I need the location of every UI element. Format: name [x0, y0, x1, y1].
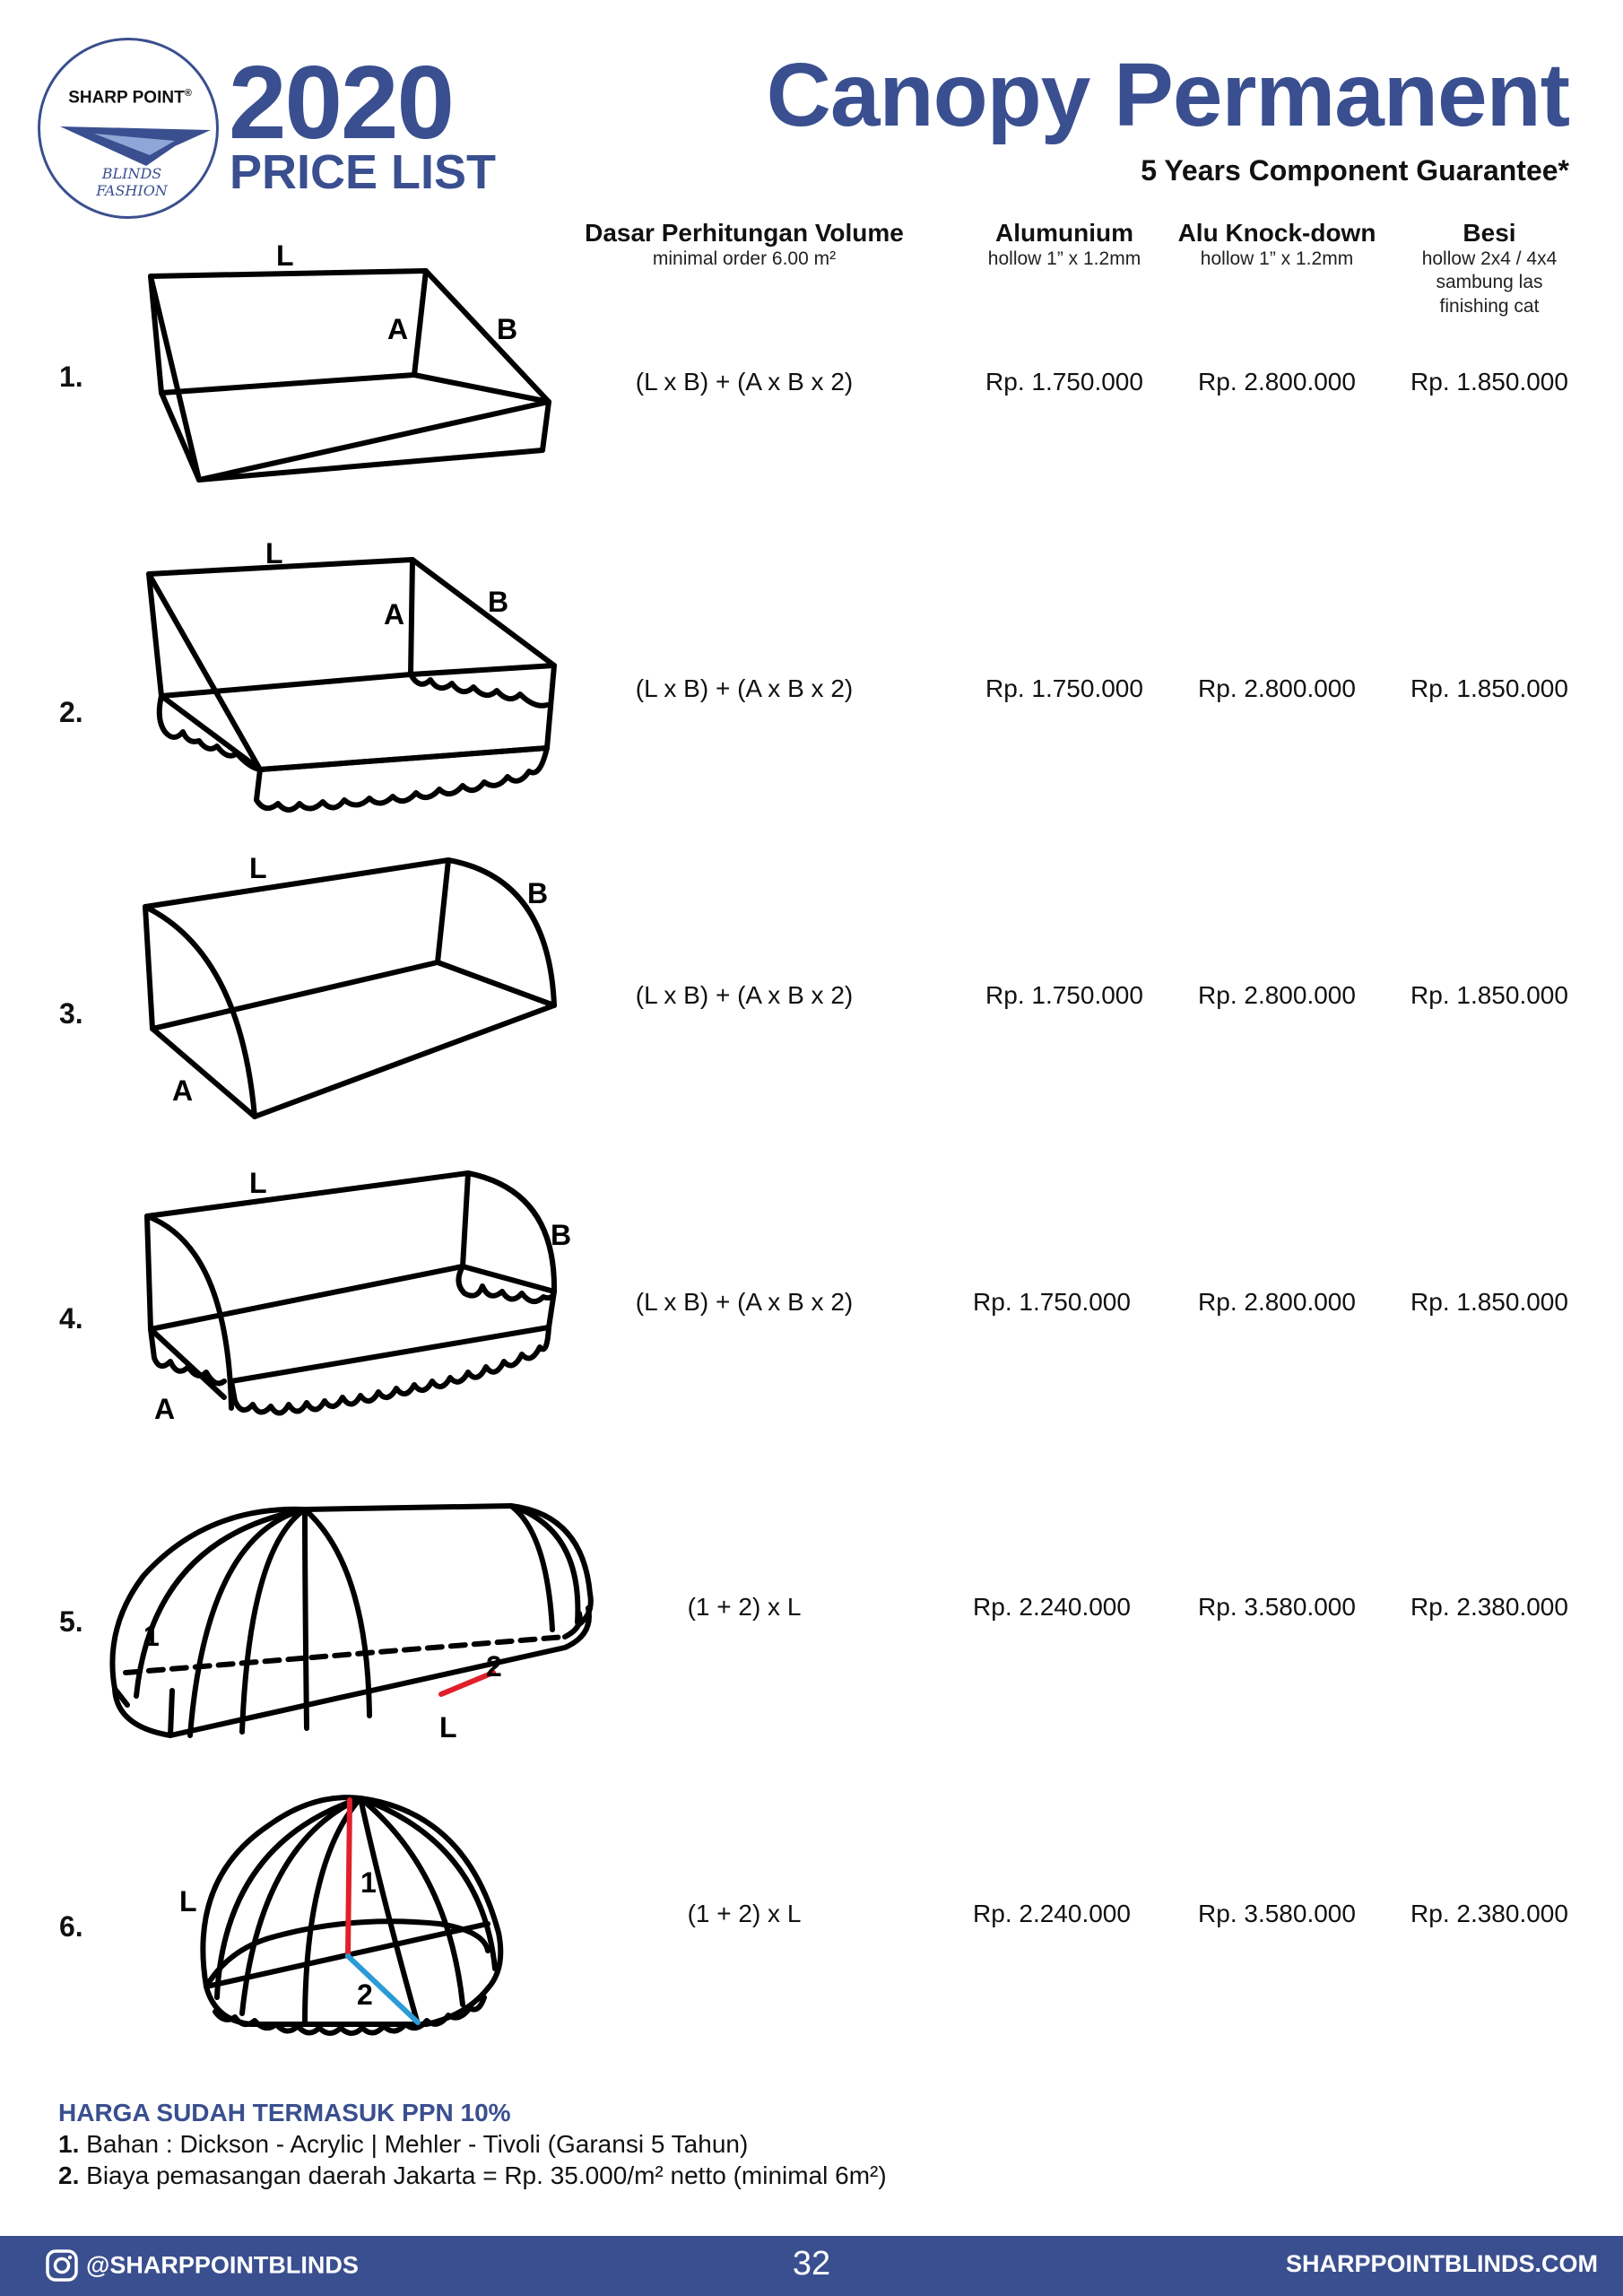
volume-formula: (L x B) + (A x B x 2)	[635, 981, 854, 1009]
dimension-label-a: A	[387, 313, 408, 345]
volume-formula: (L x B) + (A x B x 2)	[635, 1288, 854, 1316]
dimension-label-l: L	[179, 1885, 197, 1918]
brand-name: SHARP POINT®	[68, 88, 192, 108]
note-number: 1.	[58, 2130, 80, 2158]
canopy-diagram-2: L A B	[135, 529, 565, 830]
price-alu-knock-down: Rp. 3.580.000	[1198, 1900, 1356, 1927]
page-subtitle: 5 Years Component Guarantee*	[1141, 154, 1569, 187]
note-text: Biaya pemasangan daerah Jakarta = Rp. 35…	[79, 2161, 887, 2189]
volume-formula: (L x B) + (A x B x 2)	[635, 368, 854, 396]
dimension-label-1: 1	[143, 1620, 160, 1652]
dimension-label-l: L	[249, 1167, 267, 1199]
dimension-label-b: B	[551, 1219, 571, 1251]
canopy-diagram-1: L A B	[135, 239, 565, 498]
note-number: 2.	[58, 2161, 80, 2189]
notes-title: HARGA SUDAH TERMASUK PPN 10%	[58, 2099, 511, 2126]
dimension-label-b: B	[488, 586, 508, 618]
instagram-icon	[46, 2249, 78, 2282]
footer-bar: @SHARPPOINTBLINDS 32 SHARPPOINTBLINDS.CO…	[0, 2236, 1623, 2296]
column-title: Dasar Perhitungan Volume	[585, 219, 904, 247]
dimension-label-2: 2	[486, 1650, 502, 1683]
column-header-besi: Besi hollow 2x4 / 4x4 sambung las finish…	[1395, 219, 1584, 318]
price-list-year: 2020	[229, 44, 455, 161]
column-subtitle: sambung las	[1436, 272, 1543, 293]
price-alumunium: Rp. 1.750.000	[985, 368, 1143, 396]
column-title: Besi	[1462, 219, 1516, 247]
brand-logo	[38, 38, 219, 219]
dimension-label-1: 1	[360, 1866, 377, 1899]
price-besi: Rp. 2.380.000	[1410, 1900, 1568, 1927]
volume-formula: (1 + 2) x L	[687, 1900, 802, 1927]
row-number: 3.	[59, 997, 83, 1030]
price-alu-knock-down: Rp. 2.800.000	[1198, 981, 1356, 1009]
price-alumunium: Rp. 2.240.000	[973, 1593, 1131, 1621]
dimension-label-l: L	[439, 1711, 457, 1744]
website-link[interactable]: SHARPPOINTBLINDS.COM	[1285, 2250, 1598, 2277]
canopy-diagram-5: 1 2 L	[99, 1493, 601, 1758]
logo-swoosh-icon	[60, 126, 211, 166]
note-item: 2. Biaya pemasangan daerah Jakarta = Rp.…	[58, 2161, 887, 2190]
canopy-diagram-6: 1 2 L	[170, 1789, 529, 2063]
dimension-label-a: A	[172, 1074, 193, 1107]
price-alu-knock-down: Rp. 2.800.000	[1198, 1288, 1356, 1316]
dimension-label-a: A	[154, 1393, 175, 1425]
price-alu-knock-down: Rp. 2.800.000	[1198, 368, 1356, 396]
canopy-diagram-4: L B A	[135, 1166, 571, 1448]
social-handle: @SHARPPOINTBLINDS	[86, 2251, 359, 2279]
column-header-alumunium: Alumunium hollow 1” x 1.2mm	[970, 219, 1159, 271]
row-number: 2.	[59, 696, 83, 728]
column-header-alu-knock-down: Alu Knock-down hollow 1” x 1.2mm	[1167, 219, 1386, 271]
volume-formula: (1 + 2) x L	[687, 1593, 802, 1621]
row-number: 5.	[59, 1605, 83, 1638]
row-number: 6.	[59, 1910, 83, 1943]
volume-formula: (L x B) + (A x B x 2)	[635, 674, 854, 702]
dimension-label-l: L	[265, 537, 283, 570]
column-subtitle: finishing cat	[1439, 295, 1540, 317]
page-number: 32	[792, 2245, 831, 2283]
price-besi: Rp. 1.850.000	[1410, 368, 1568, 396]
price-alumunium: Rp. 1.750.000	[985, 981, 1143, 1009]
price-besi: Rp. 1.850.000	[1410, 674, 1568, 702]
dimension-label-l: L	[276, 239, 294, 272]
note-text: Bahan : Dickson - Acrylic | Mehler - Tiv…	[79, 2130, 749, 2158]
column-subtitle: hollow 1” x 1.2mm	[987, 248, 1141, 270]
page-title: Canopy Permanent	[766, 45, 1570, 145]
price-besi: Rp. 2.380.000	[1410, 1593, 1568, 1621]
price-alu-knock-down: Rp. 3.580.000	[1198, 1593, 1356, 1621]
dimension-label-b: B	[497, 313, 517, 345]
column-title: Alu Knock-down	[1177, 219, 1376, 247]
price-alumunium: Rp. 1.750.000	[985, 674, 1143, 702]
price-alu-knock-down: Rp. 2.800.000	[1198, 674, 1356, 702]
column-subtitle: hollow 2x4 / 4x4	[1421, 248, 1558, 270]
row-number: 1.	[59, 361, 83, 393]
social-link[interactable]: @SHARPPOINTBLINDS	[45, 2248, 359, 2283]
column-subtitle: hollow 1” x 1.2mm	[1200, 248, 1354, 270]
price-besi: Rp. 1.850.000	[1410, 1288, 1568, 1316]
dimension-label-l: L	[249, 852, 267, 884]
price-alumunium: Rp. 2.240.000	[973, 1900, 1131, 1927]
column-title: Alumunium	[995, 219, 1133, 247]
dimension-label-2: 2	[357, 1979, 373, 2011]
price-list-label: PRICE LIST	[230, 145, 497, 199]
dimension-label-a: A	[384, 598, 404, 631]
note-item: 1. Bahan : Dickson - Acrylic | Mehler - …	[58, 2130, 748, 2159]
canopy-diagram-3: L B A	[135, 848, 565, 1130]
price-besi: Rp. 1.850.000	[1410, 981, 1568, 1009]
dimension-label-b: B	[527, 877, 548, 909]
brand-tagline: BLINDS FASHION	[96, 165, 168, 199]
column-subtitle: minimal order 6.00 m²	[652, 248, 837, 270]
column-header-volume: Dasar Perhitungan Volume minimal order 6…	[565, 219, 924, 271]
price-alumunium: Rp. 1.750.000	[973, 1288, 1131, 1316]
row-number: 4.	[59, 1302, 83, 1335]
